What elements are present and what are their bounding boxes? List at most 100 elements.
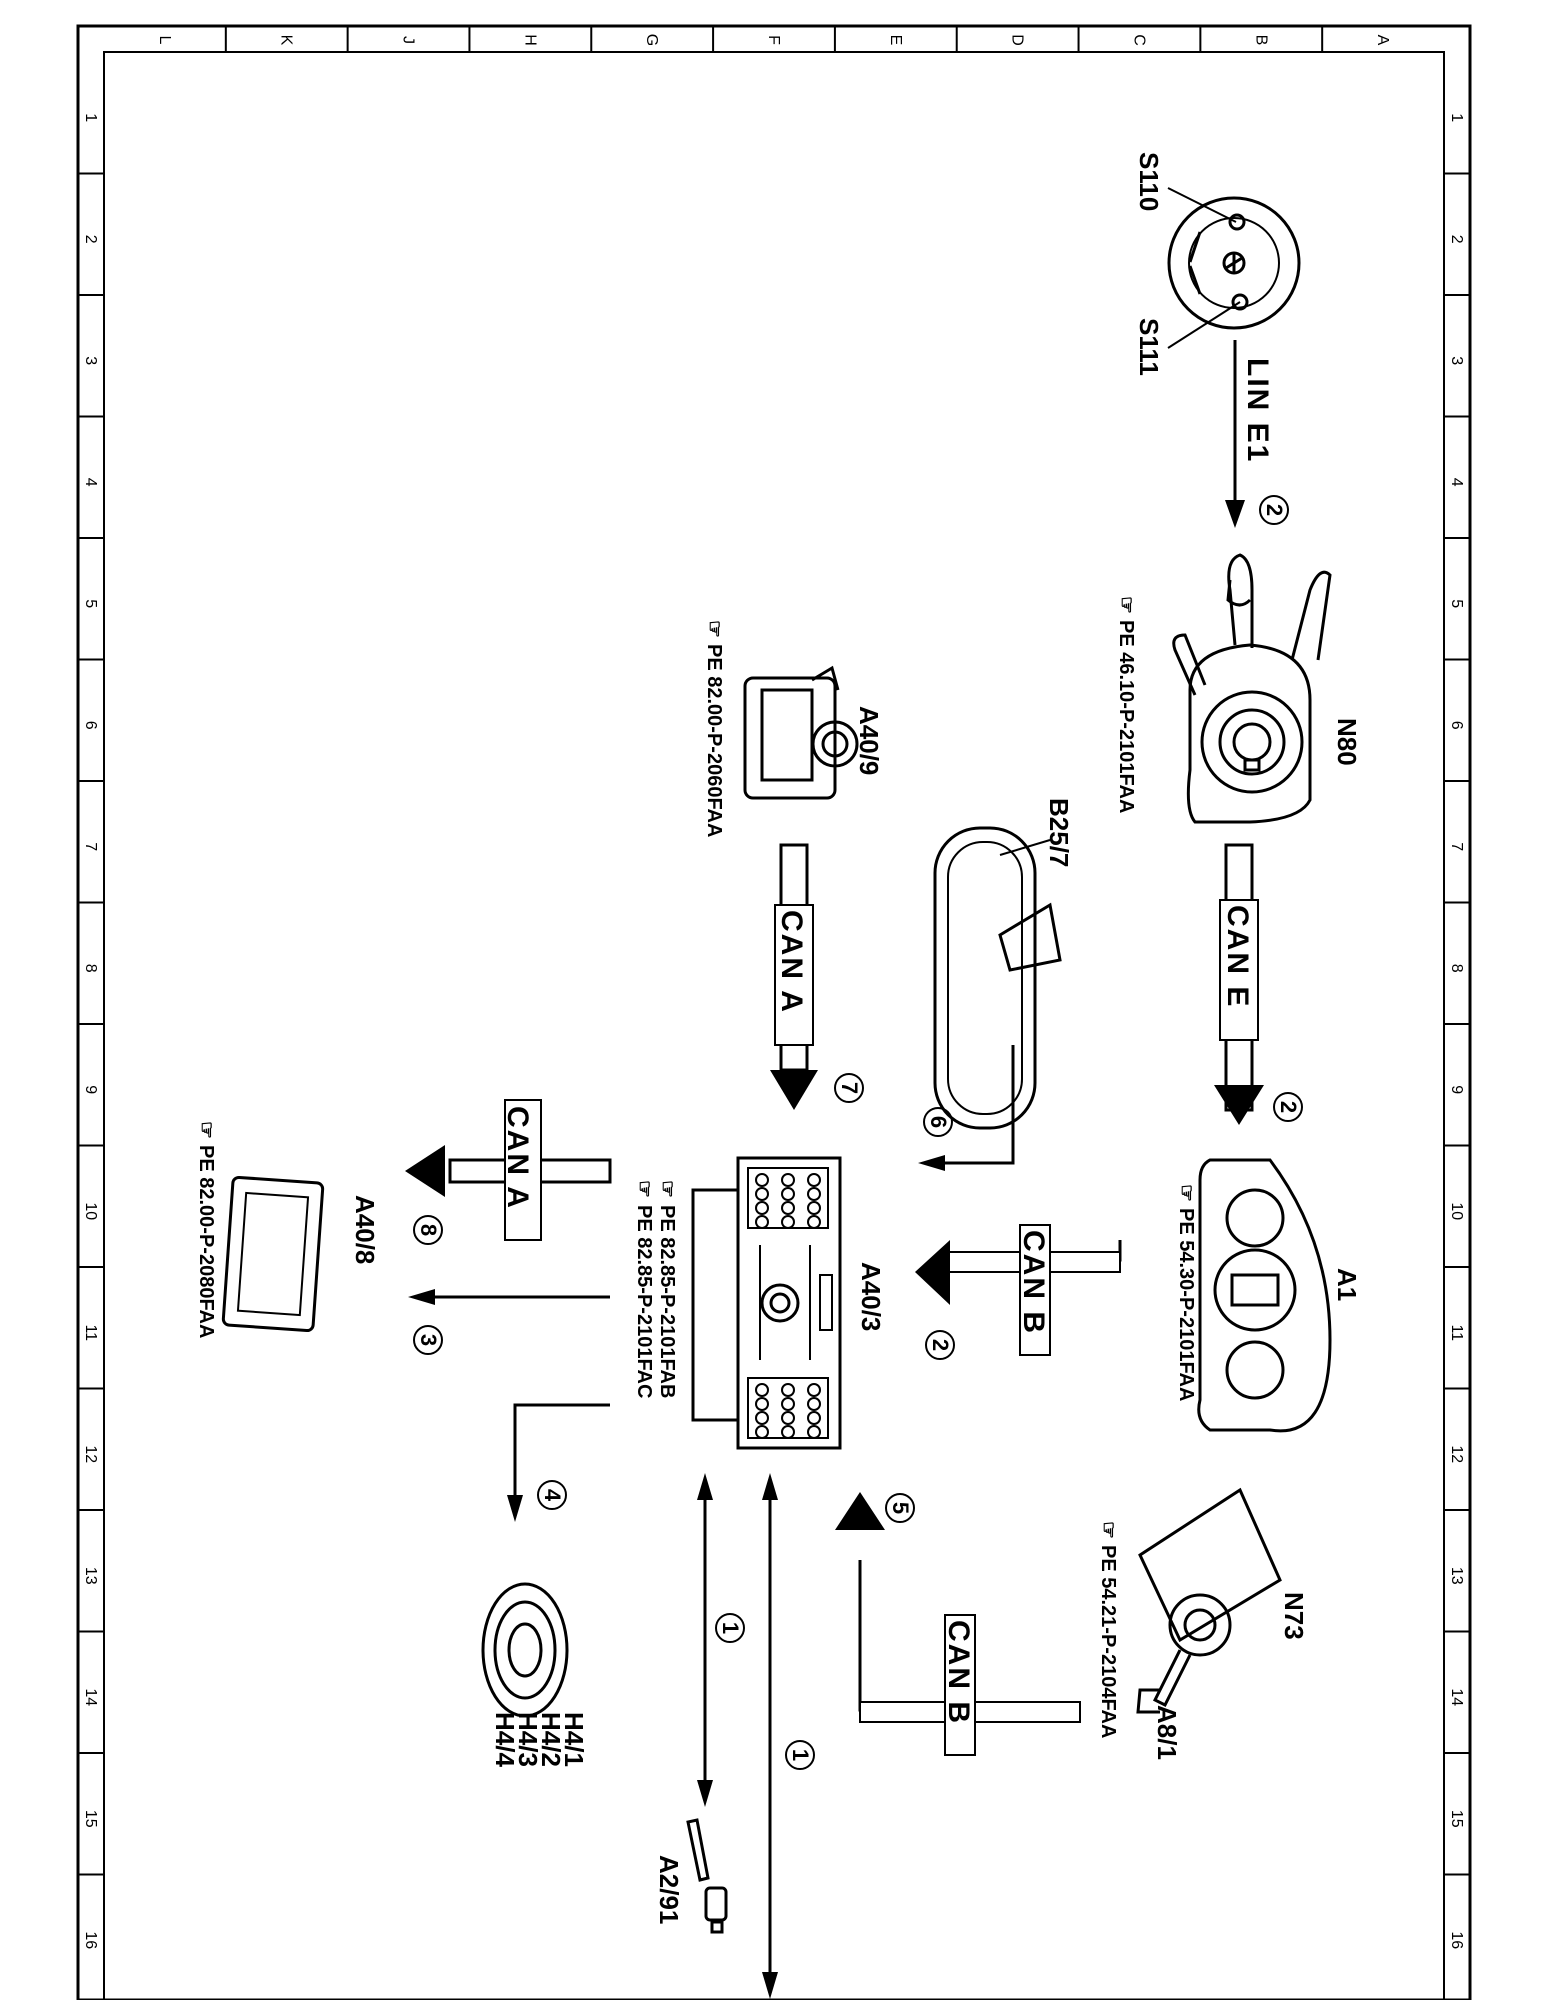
head-unit-buttons <box>755 1173 821 1439</box>
head-unit-button <box>755 1173 769 1187</box>
lin-e1-label: LIN E1 <box>1241 358 1274 463</box>
grid-number-2: 2 <box>82 235 99 244</box>
can-b-bus-a1 <box>915 1224 1122 1356</box>
rearview-mirror-drawing <box>933 826 1062 1130</box>
ignition-switch-drawing <box>1136 1487 1282 1714</box>
grid-number-8: 8 <box>1448 964 1465 973</box>
grid-number-6: 6 <box>82 721 99 730</box>
can-a-label-a40-9: CAN A <box>775 910 808 1014</box>
can-e-bus <box>1214 843 1264 1125</box>
grid-number-1: 1 <box>82 113 99 122</box>
grid-letter-g: G <box>643 34 660 46</box>
grid-number-12: 12 <box>82 1445 99 1463</box>
speaker-drawing <box>481 1582 569 1718</box>
grid-number-6: 6 <box>1448 721 1465 730</box>
step-marker-n73: 5 <box>885 1493 915 1523</box>
grid-number-16: 16 <box>82 1931 99 1949</box>
grid-number-15: 15 <box>1448 1810 1465 1828</box>
step-marker-lin: 2 <box>1259 495 1289 525</box>
n73-label: N73 <box>1279 1592 1309 1640</box>
h4-label-3: H4/3 <box>513 1712 543 1767</box>
a2-91-label: A2/91 <box>654 1855 684 1924</box>
grid-number-14: 14 <box>1448 1688 1465 1706</box>
can-a-bus-a40-9 <box>770 843 818 1110</box>
grid-number-9: 9 <box>82 1085 99 1094</box>
grid-number-2: 2 <box>1448 235 1465 244</box>
a40-3-reference-icon-2: ☞ <box>633 1180 655 1198</box>
grid-number-7: 7 <box>1448 842 1465 851</box>
head-unit-button <box>755 1411 769 1425</box>
head-unit-button <box>807 1397 821 1411</box>
grid-number-10: 10 <box>82 1202 99 1220</box>
svg-text:8: 8 <box>416 1224 441 1236</box>
h4-label-4: H4/4 <box>490 1712 520 1767</box>
steering-column-module-drawing <box>1172 553 1332 824</box>
head-unit-button <box>755 1215 769 1229</box>
grid-number-10: 10 <box>1448 1202 1465 1220</box>
n80-label: N80 <box>1332 718 1362 766</box>
can-b-label-a1: CAN B <box>1017 1230 1050 1335</box>
h4-label-1: H4/1 <box>559 1712 589 1767</box>
can-a-label-a40-8: CAN A <box>501 1106 534 1210</box>
instrument-cluster-drawing <box>1197 1158 1332 1433</box>
grid-number-3: 3 <box>82 356 99 365</box>
head-unit-button <box>781 1215 795 1229</box>
a40-3-reference-icon-1: ☞ <box>656 1180 678 1198</box>
step-marker-can-b-a1: 2 <box>925 1330 955 1360</box>
can-e-label: CAN E <box>1221 905 1254 1008</box>
a40-3-reference-1: PE 82.85-P-2101FAB <box>656 1205 678 1398</box>
grid-number-9: 9 <box>1448 1085 1465 1094</box>
b25-7-label: B25/7 <box>1044 798 1074 867</box>
can-b-bus-n73 <box>835 1492 1081 1756</box>
svg-text:2: 2 <box>1262 504 1287 516</box>
svg-text:4: 4 <box>540 1489 565 1502</box>
head-unit-button <box>807 1201 821 1215</box>
grid-number-4: 4 <box>1448 478 1465 487</box>
step-marker-b25-7: 6 <box>923 1107 953 1137</box>
step-marker-antenna-1: 1 <box>715 1613 745 1643</box>
grid-number-13: 13 <box>82 1567 99 1585</box>
head-unit-button <box>807 1383 821 1397</box>
grid-letter-b: B <box>1252 35 1269 46</box>
grid-letter-d: D <box>1009 34 1026 46</box>
lin-arrow <box>1225 340 1245 528</box>
step-marker-can-e: 2 <box>1273 1092 1303 1122</box>
head-unit-button <box>781 1201 795 1215</box>
grid-letter-h: H <box>521 34 538 46</box>
head-unit-button <box>807 1411 821 1425</box>
antenna-lines <box>697 1473 778 1999</box>
head-unit-button <box>755 1425 769 1439</box>
a40-3-reference-2: PE 82.85-P-2101FAC <box>633 1205 655 1398</box>
grid-letter-f: F <box>765 35 782 45</box>
grid-number-12: 12 <box>1448 1445 1465 1463</box>
display-drawing <box>221 1175 325 1333</box>
speaker-signal-line <box>507 1403 610 1522</box>
head-unit-button <box>755 1201 769 1215</box>
svg-text:2: 2 <box>928 1339 953 1351</box>
b25-7-signal-line <box>918 1045 1015 1171</box>
s111-label: S111 <box>1134 318 1164 376</box>
a40-8-direct-line <box>408 1289 610 1305</box>
svg-text:1: 1 <box>718 1622 743 1634</box>
a8-1-label: A8/1 <box>1152 1705 1182 1760</box>
step-marker-a40-9: 7 <box>834 1073 864 1103</box>
grid-letter-k: K <box>278 35 295 46</box>
grid-letter-j: J <box>400 36 417 44</box>
head-unit-button <box>781 1383 795 1397</box>
head-unit-button <box>807 1187 821 1201</box>
step-marker-antenna-2: 1 <box>785 1740 815 1770</box>
svg-text:5: 5 <box>888 1502 913 1514</box>
svg-text:3: 3 <box>416 1334 441 1346</box>
grid-number-5: 5 <box>82 599 99 608</box>
step-marker-a40-8-can: 8 <box>413 1215 443 1245</box>
h4-label-2: H4/2 <box>536 1712 566 1767</box>
a1-label: A1 <box>1332 1268 1362 1301</box>
a1-reference: PE 54.30-P-2101FAA <box>1175 1208 1197 1401</box>
antenna-amplifier-drawing <box>686 1818 728 1934</box>
grid-number-14: 14 <box>82 1688 99 1706</box>
head-unit-button <box>807 1425 821 1439</box>
